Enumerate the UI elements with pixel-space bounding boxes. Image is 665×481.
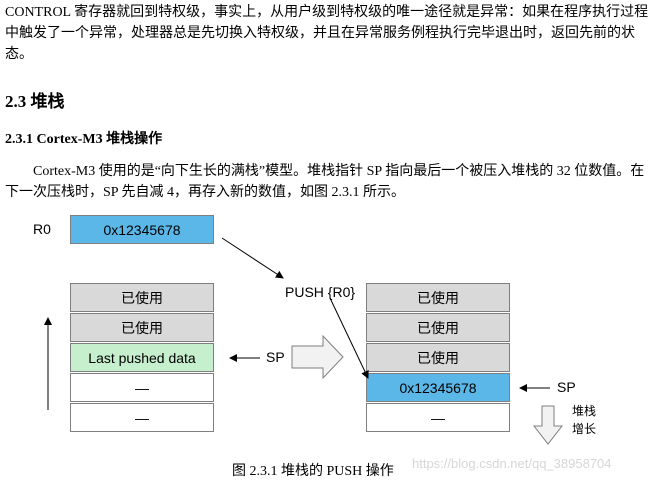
growth-down-arrow-icon xyxy=(532,405,564,445)
growth-label-top: 堆栈 xyxy=(572,404,597,418)
left-stack-cell: — xyxy=(70,373,214,402)
intro-paragraph: CONTROL 寄存器就回到特权级，事实上，从用户级到特权级的唯一途径就是异常：… xyxy=(5,5,649,62)
sp-label-right: SP xyxy=(557,379,576,395)
body-paragraph: Cortex-M3 使用的是“向下生长的满栈”模型。堆栈指针 SP 指向最后一个… xyxy=(5,164,645,200)
subsection-heading: 2.3.1 Cortex-M3 堆栈操作 xyxy=(5,132,163,147)
register-box: 0x12345678 xyxy=(70,215,214,244)
register-to-push-arrow xyxy=(221,237,284,279)
sp-label-left: SP xyxy=(266,349,285,365)
push-label: PUSH {R0} xyxy=(285,284,356,300)
section-heading: 2.3 堆栈 xyxy=(5,92,65,111)
figure-caption: 图 2.3.1 堆栈的 PUSH 操作 xyxy=(232,464,394,479)
right-stack-new-value: 0x12345678 xyxy=(366,373,510,402)
right-stack-cell: 已使用 xyxy=(366,343,510,372)
right-stack-cell: 已使用 xyxy=(366,283,510,312)
left-stack-cell: 已使用 xyxy=(70,283,214,312)
register-label: R0 xyxy=(33,221,51,237)
growth-label-bottom: 增长 xyxy=(572,422,597,436)
push-to-stack-arrow xyxy=(329,297,369,379)
left-stack-last-pushed: Last pushed data xyxy=(70,343,214,372)
right-stack-cell: — xyxy=(366,403,510,432)
left-stack-cell: 已使用 xyxy=(70,313,214,342)
right-stack-cell: 已使用 xyxy=(366,313,510,342)
watermark: https://blog.csdn.net/qq_38958704 xyxy=(412,456,612,471)
left-stack-cell: — xyxy=(70,403,214,432)
transition-arrow-icon xyxy=(291,334,344,380)
